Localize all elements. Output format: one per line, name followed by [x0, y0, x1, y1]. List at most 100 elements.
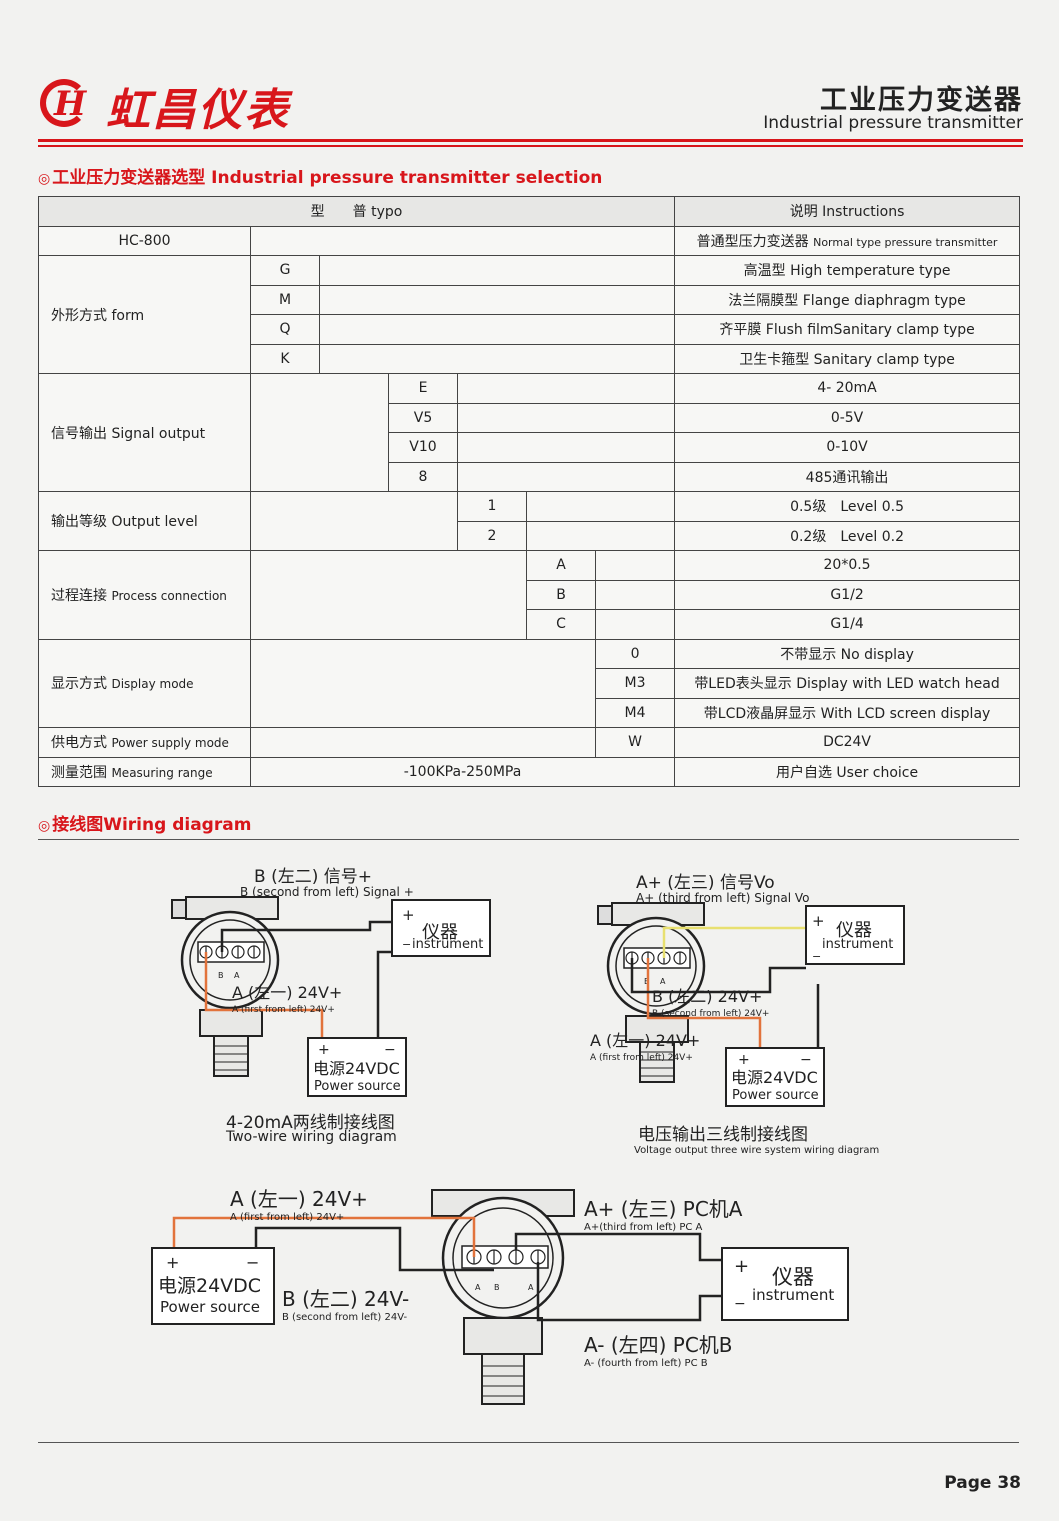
svg-text:电源24VDC: 电源24VDC	[731, 1068, 818, 1087]
wire-24v-minus	[254, 1226, 494, 1272]
svg-text:A (左一) 24V+: A (左一) 24V+	[230, 1187, 368, 1211]
process-label: 过程连接 Process connection	[38, 550, 251, 640]
model-cell: HC-800	[38, 225, 251, 256]
wire-24v-plus	[646, 958, 762, 1050]
svg-text:仪器: 仪器	[836, 920, 872, 941]
power-label-cn: 电源24VDC	[313, 1059, 400, 1078]
signal-label: 信号输出 Signal output	[38, 373, 251, 492]
table-header-row: 型 普 typo 说明 Instructions	[37, 196, 1021, 227]
svg-text:Power source: Power source	[160, 1298, 260, 1316]
footer-divider	[38, 1442, 1019, 1443]
header-instructions: 说明 Instructions	[674, 196, 1021, 227]
power-box	[151, 1247, 275, 1325]
svg-text:B (second from left) 24V+: B (second from left) 24V+	[652, 1009, 769, 1019]
instrument-label-en: instrument	[412, 937, 483, 952]
header-rule	[38, 139, 1023, 142]
svg-text:−: −	[402, 938, 411, 951]
svg-text:A: A	[660, 977, 666, 986]
wire-common	[630, 958, 806, 994]
svg-text:A (first from left) 24V+: A (first from left) 24V+	[230, 1212, 344, 1223]
wire-return	[376, 950, 392, 1040]
power-box	[307, 1037, 407, 1097]
brand-name: 虹昌仪表	[106, 85, 290, 136]
svg-text:−: −	[812, 950, 821, 963]
svg-text:A (左一) 24V+: A (左一) 24V+	[590, 1031, 700, 1050]
svg-text:B (左二) 信号+: B (左二) 信号+	[254, 867, 372, 887]
wire-signal-vo	[662, 926, 806, 958]
svg-text:B (second from left) 24V-: B (second from left) 24V-	[282, 1312, 407, 1323]
instrument-box	[805, 905, 905, 965]
table-row: M 法兰隔膜型 Flange diaphragm type	[39, 284, 1021, 315]
table-row: M4 带LCD液晶屏显示 With LCD screen display	[39, 697, 1021, 728]
diagram-caption-cn: 4-20mA两线制接线图	[226, 1113, 395, 1133]
svg-text:电源24VDC: 电源24VDC	[158, 1275, 261, 1297]
svg-text:B (左二) 24V+: B (左二) 24V+	[652, 987, 762, 1006]
svg-text:−: −	[800, 1052, 812, 1068]
table-row: B G1/2	[39, 579, 1021, 610]
svg-text:−: −	[246, 1253, 259, 1272]
transmitter-fitting	[213, 1035, 249, 1077]
instrument-box	[391, 899, 491, 957]
wiring-diagrams: B A + 仪器 − instrument + − 电源24VDC Power …	[151, 867, 905, 1405]
svg-text:−: −	[384, 1042, 396, 1058]
svg-text:Power source: Power source	[732, 1088, 819, 1103]
diagram-rs485: A B A + − 电源24VDC Power source + 仪器 − in…	[151, 1187, 849, 1405]
svg-text:instrument: instrument	[752, 1286, 834, 1304]
svg-text:B (左二) 24V-: B (左二) 24V-	[282, 1287, 409, 1311]
table-row: HC-800 普通型压力变送器 Normal type pressure tra…	[38, 225, 1021, 256]
instrument-label-cn: 仪器	[422, 922, 458, 943]
svg-text:A- (左四) PC机B: A- (左四) PC机B	[584, 1333, 733, 1357]
bullet-icon: ◎	[38, 818, 51, 834]
table-row: 测量范围 Measuring range -100KPa-250MPa 用户自选…	[38, 756, 1021, 787]
wire-pc-a	[514, 1232, 722, 1262]
wiring-divider	[38, 839, 1019, 840]
power-box	[725, 1047, 825, 1107]
terminal-block	[461, 1245, 549, 1269]
range-value: -100KPa-250MPa	[249, 756, 676, 787]
table-row: 信号输出 Signal output E 4- 20mA	[38, 373, 1021, 492]
level-label: 输出等级 Output level	[38, 491, 251, 551]
table-row: 输出等级 Output level 1 0.5级 Level 0.5	[38, 491, 1021, 551]
svg-text:A+ (third from left) Signal Vo: A+ (third from left) Signal Vo	[636, 891, 810, 905]
wire-24v-plus	[204, 952, 324, 1040]
table-row: 显示方式 Display mode 0 不带显示 No display	[38, 638, 1021, 728]
svg-text:A+ (左三) 信号Vo: A+ (左三) 信号Vo	[636, 873, 775, 893]
model-desc: 普通型压力变送器 Normal type pressure transmitte…	[674, 225, 1021, 256]
svg-text:A (左一) 24V+: A (左一) 24V+	[232, 983, 342, 1002]
svg-text:A: A	[528, 1283, 534, 1292]
svg-text:A (first from left) 24V+: A (first from left) 24V+	[590, 1053, 693, 1063]
svg-text:+: +	[812, 912, 825, 930]
table-row: 8 485通讯输出	[39, 461, 1021, 492]
terminal-block	[197, 941, 265, 963]
table-row: V10 0-10V	[39, 432, 1021, 463]
table-row: 2 0.2级 Level 0.2	[39, 520, 1021, 551]
logo-mark	[40, 79, 88, 127]
range-label: 测量范围 Measuring range	[38, 756, 251, 787]
display-label: 显示方式 Display mode	[38, 638, 251, 728]
svg-text:A- (fourth from left) PC B: A- (fourth from left) PC B	[584, 1358, 708, 1369]
svg-text:+: +	[738, 1052, 750, 1068]
page-title-en: Industrial pressure transmitter	[763, 113, 1023, 133]
svg-text:A+(third from left) PC A: A+(third from left) PC A	[584, 1222, 703, 1233]
wire-signal-plus	[220, 920, 392, 952]
power-label-en: Power source	[314, 1079, 401, 1094]
selection-table: 型 普 typo 说明 Instructions HC-800 普通型压力变送器…	[37, 196, 1021, 787]
header-rule-thin	[38, 145, 1023, 147]
svg-text:A (first from left) 24V+: A (first from left) 24V+	[232, 1005, 335, 1015]
svg-text:+: +	[734, 1256, 749, 1277]
bullet-icon: ◎	[38, 171, 51, 187]
form-label: 外形方式 form	[38, 255, 251, 374]
power-label: 供电方式 Power supply mode	[38, 727, 251, 758]
svg-text:仪器: 仪器	[772, 1265, 814, 1289]
transmitter-plug	[171, 899, 187, 919]
svg-text:B: B	[494, 1283, 500, 1292]
svg-text:instrument: instrument	[822, 937, 893, 952]
header-type: 型 普 typo	[37, 196, 676, 227]
table-row: 过程连接 Process connection A 20*0.5	[38, 550, 1021, 640]
diagram-two-wire: B A + 仪器 − instrument + − 电源24VDC Power …	[171, 867, 491, 1145]
selection-section-title: ◎工业压力变送器选型 Industrial pressure transmitt…	[38, 168, 603, 188]
svg-text:+: +	[318, 1042, 330, 1058]
svg-text:+: +	[166, 1253, 179, 1272]
terminal-label-a: A	[234, 971, 240, 980]
wire-24v-plus	[172, 1216, 476, 1257]
